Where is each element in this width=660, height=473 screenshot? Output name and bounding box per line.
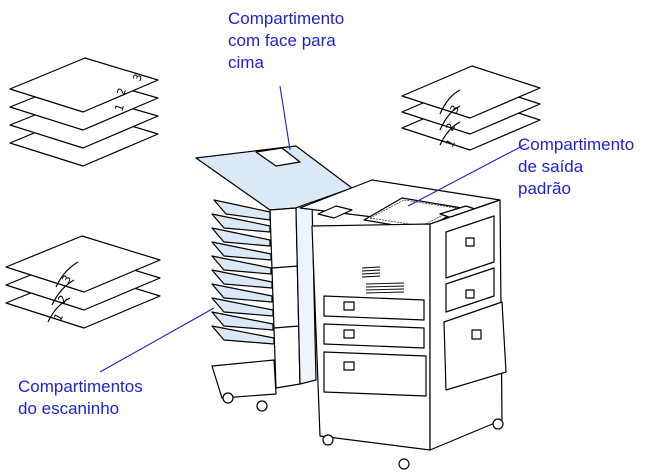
callout-mailbox-bins: Compartimentos do escaninho xyxy=(18,376,143,420)
mailbox-bin[interactable] xyxy=(213,199,271,221)
control-panel[interactable] xyxy=(317,205,353,219)
mailbox-bin[interactable] xyxy=(211,283,273,303)
printer-body xyxy=(299,179,507,470)
caster-wheel xyxy=(492,418,504,430)
callout-line: do escaninho xyxy=(18,399,120,418)
callout-line: Compartimento xyxy=(518,135,635,154)
leader-lines xyxy=(99,85,527,373)
mailbox-bin[interactable] xyxy=(211,213,271,233)
mailbox-bin[interactable] xyxy=(211,241,272,261)
page-number: 3 xyxy=(130,72,145,83)
page-stack-top-left: 1 2 3 xyxy=(9,57,159,167)
leader-line-mailbox-bins xyxy=(99,307,215,373)
mailbox-base xyxy=(211,359,277,399)
page-number: 2 xyxy=(114,86,129,97)
duplex-unit[interactable] xyxy=(443,301,507,391)
mailbox-bin[interactable] xyxy=(211,255,272,275)
callout-line: Compartimento xyxy=(228,9,345,28)
leader-line-face-up xyxy=(279,85,291,151)
side-door[interactable] xyxy=(445,215,495,279)
caster-wheel xyxy=(398,458,410,470)
callout-line: Compartimentos xyxy=(18,377,143,396)
callout-face-up-bin: Compartimento com face para cima xyxy=(228,8,344,74)
mailbox-bin[interactable] xyxy=(211,227,271,247)
mailbox-bin[interactable] xyxy=(211,325,275,345)
paper-tray-3[interactable] xyxy=(323,351,427,397)
vent-grille xyxy=(361,266,405,294)
caster-wheel xyxy=(256,400,268,412)
callout-line: com face para xyxy=(228,31,336,50)
mailbox-unit xyxy=(195,145,353,412)
callout-standard-output-bin: Compartimento de saída padrão xyxy=(518,134,660,200)
page-sheet xyxy=(401,65,541,119)
page-stack-top-right: 1 2 3 xyxy=(401,65,541,151)
page-sheet xyxy=(9,57,159,113)
mailbox-bin[interactable] xyxy=(211,311,274,331)
mailbox-bin[interactable] xyxy=(211,297,274,317)
mailbox-bins[interactable] xyxy=(211,199,275,345)
page-stack-bottom-left: 1 2 3 xyxy=(5,235,161,329)
paper-tray-2[interactable] xyxy=(323,323,425,349)
caster-wheel xyxy=(222,392,234,404)
caster-wheel xyxy=(322,434,334,446)
callout-line: padrão xyxy=(518,179,571,198)
callout-line: cima xyxy=(228,53,264,72)
mailbox-bin[interactable] xyxy=(211,269,273,289)
paper-tray-1[interactable] xyxy=(323,295,425,321)
leader-line-standard-output xyxy=(407,143,527,207)
page-number: 1 xyxy=(112,102,127,113)
callout-line: de saída xyxy=(518,157,584,176)
